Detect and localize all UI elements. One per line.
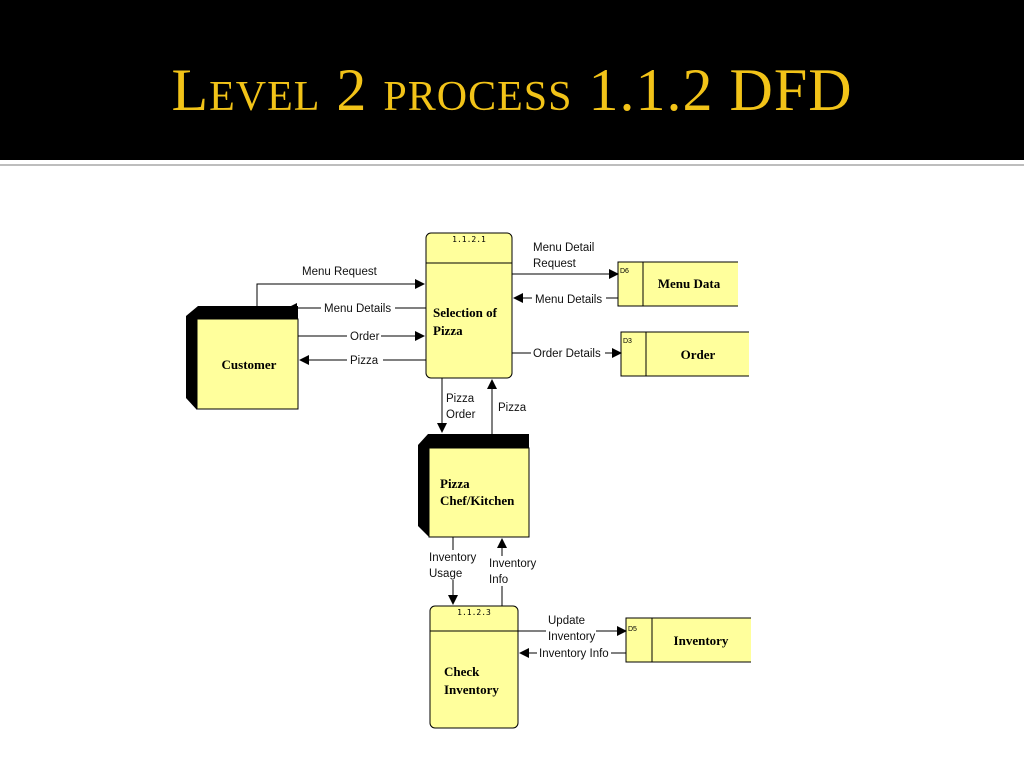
flow-label-line2: Order (446, 409, 476, 421)
store-name: Order (681, 347, 716, 362)
process-id: 1.1.2.1 (452, 235, 486, 244)
flow-pizza-to-selection: Pizza (487, 379, 527, 434)
flow-label: Menu Details (324, 303, 391, 315)
store-id: D3 (623, 338, 632, 345)
flow-update-inventory: Update Inventory (518, 612, 627, 643)
chef-label-line1: Pizza (440, 476, 470, 491)
flow-label: Pizza (350, 355, 379, 367)
chef-kitchen-entity: Pizza Chef/Kitchen (418, 434, 530, 538)
customer-entity: Customer (186, 306, 299, 410)
datastore-inventory: D5 Inventory (625, 617, 751, 663)
flow-label: Menu Request (302, 266, 378, 278)
process-name-line2: Inventory (444, 682, 499, 697)
flow-menu-details-to-customer: Menu Details (287, 300, 426, 315)
flow-menu-request: Menu Request (256, 266, 425, 306)
process-selection-of-pizza: 1.1.2.1 Selection of Pizza (425, 232, 513, 379)
chef-label-line2: Chef/Kitchen (440, 493, 515, 508)
flow-label: Pizza (498, 402, 527, 414)
store-name: Menu Data (658, 276, 721, 291)
flow-label-line2: Inventory (548, 631, 596, 643)
flow-label-line1: Menu Detail (533, 242, 594, 254)
process-check-inventory: 1.1.2.3 Check Inventory (429, 605, 519, 729)
title-rule (0, 160, 1024, 163)
title-rule-shadow (0, 164, 1024, 166)
flow-label: Order Details (533, 348, 601, 360)
flow-menu-details-from-store: Menu Details (513, 291, 618, 306)
flow-label-line1: Inventory (429, 552, 477, 564)
flow-label-line1: Inventory (489, 558, 537, 570)
flow-pizza-order: Pizza Order (437, 378, 476, 433)
flow-label: Inventory Info (539, 648, 609, 660)
store-id: D5 (628, 626, 637, 633)
title-bar (0, 0, 1024, 160)
store-id: D6 (620, 268, 629, 275)
flow-label-line1: Update (548, 615, 585, 627)
process-name-line1: Selection of (433, 305, 498, 320)
flow-inventory-usage: Inventory Usage (427, 537, 477, 605)
flow-order: Order (298, 328, 425, 343)
flow-menu-detail-request: Menu Detail Request (512, 242, 619, 279)
process-name-line1: Check (444, 664, 480, 679)
flow-label: Order (350, 331, 380, 343)
customer-label: Customer (222, 357, 277, 372)
process-id: 1.1.2.3 (457, 608, 491, 617)
flow-inventory-info-left: Inventory Info (519, 645, 626, 660)
datastore-menu-data: D6 Menu Data (617, 261, 738, 307)
process-name-line2: Pizza (433, 323, 463, 338)
slide-title: Level 2 process 1.1.2 DFD (171, 57, 853, 123)
flow-inventory-info-up: Inventory Info (487, 538, 537, 606)
flow-label-line1: Pizza (446, 393, 475, 405)
store-name: Inventory (674, 633, 729, 648)
flow-label-line2: Request (533, 258, 577, 270)
flow-label-line2: Usage (429, 568, 462, 580)
flow-label-line2: Info (489, 574, 508, 586)
flow-pizza-to-customer: Pizza (299, 352, 426, 367)
datastore-order: D3 Order (620, 331, 749, 377)
flow-order-details: Order Details (512, 345, 622, 360)
flow-label: Menu Details (535, 294, 602, 306)
